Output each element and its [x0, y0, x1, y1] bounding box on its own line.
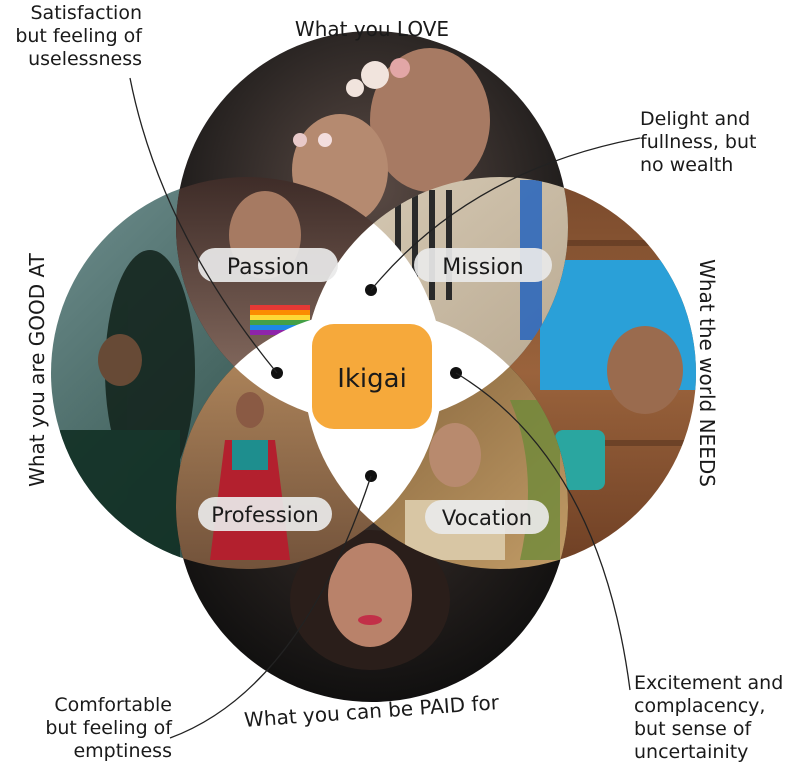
- good-at-label: What you are GOOD AT: [25, 252, 49, 487]
- vocation-pill: Vocation: [425, 500, 549, 534]
- mission-label: Mission: [442, 255, 524, 280]
- profession-label: Profession: [211, 503, 319, 527]
- passion-note: Satisfaction but feeling of uselessness: [15, 2, 142, 70]
- passion-label: Passion: [227, 255, 309, 280]
- vocation-note: Excitement and complacency, but sense of…: [634, 672, 784, 763]
- passion-pill: Passion: [198, 248, 338, 282]
- world-needs-label: What the world NEEDS: [695, 259, 719, 487]
- love-label: What you LOVE: [295, 17, 449, 41]
- leader-lines: [129, 77, 641, 739]
- ikigai-center: [312, 324, 432, 429]
- mission-note: Delight and fullness, but no wealth: [640, 108, 757, 176]
- vocation-label: Vocation: [442, 506, 532, 530]
- mission-pill: Mission: [414, 248, 552, 282]
- ikigai-label: Ikigai: [337, 364, 407, 394]
- profession-note: Comfortable but feeling of emptiness: [45, 694, 172, 762]
- profession-pill: Profession: [198, 497, 332, 531]
